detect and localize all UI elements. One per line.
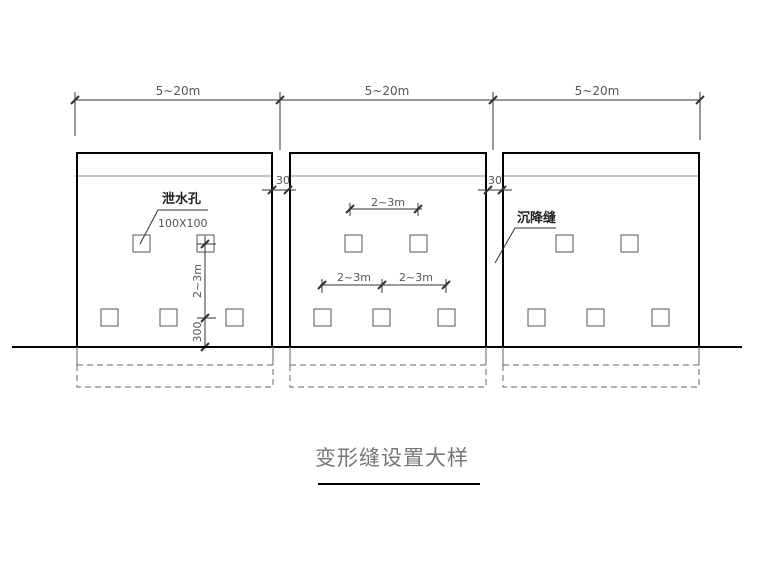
weep-hole	[372, 308, 391, 327]
weep-hole	[409, 234, 428, 253]
weep-hole	[586, 308, 605, 327]
joint-1-dimension	[262, 185, 296, 195]
weep-hole	[100, 308, 119, 327]
foundation-outline	[76, 364, 700, 388]
weep-hole	[132, 234, 151, 253]
span-3-label: 5~20m	[575, 84, 620, 98]
weep-hole-leader	[139, 209, 208, 245]
joint-2-dimension	[478, 185, 512, 195]
bottom-hole-spacing-label-1: 2~3m	[337, 271, 371, 284]
weep-hole-label: 泄水孔	[162, 191, 201, 207]
weep-hole	[225, 308, 244, 327]
bottom-offset-label: 300	[191, 322, 204, 343]
bottom-hole-spacing-dimension	[317, 279, 451, 293]
wall-panel-1	[75, 152, 273, 347]
weep-hole	[437, 308, 456, 327]
settlement-joint-leader	[494, 227, 556, 264]
span-1-label: 5~20m	[156, 84, 201, 98]
vertical-spacing-label: 2~3m	[191, 264, 204, 298]
weep-hole	[527, 308, 546, 327]
weep-hole	[159, 308, 178, 327]
drawing-title: 变形缝设置大样	[315, 446, 469, 470]
weep-hole	[620, 234, 639, 253]
wall-panel-2	[288, 152, 487, 347]
weep-hole	[555, 234, 574, 253]
top-hole-spacing-dimension	[345, 203, 423, 216]
weep-hole	[313, 308, 332, 327]
joint-1-width-label: 30	[276, 174, 290, 187]
weep-holes	[100, 234, 670, 327]
bottom-hole-spacing-label-2: 2~3m	[399, 271, 433, 284]
top-hole-spacing-label: 2~3m	[371, 196, 405, 209]
joint-2-width-label: 30	[488, 174, 502, 187]
wall-panel-3	[501, 152, 700, 347]
span-dimension-line	[70, 92, 705, 150]
settlement-joint-label: 沉降缝	[517, 210, 556, 226]
foundation-edges	[76, 347, 700, 365]
span-2-label: 5~20m	[365, 84, 410, 98]
weep-hole-size-label: 100X100	[158, 217, 208, 230]
weep-hole	[344, 234, 363, 253]
weep-hole	[651, 308, 670, 327]
